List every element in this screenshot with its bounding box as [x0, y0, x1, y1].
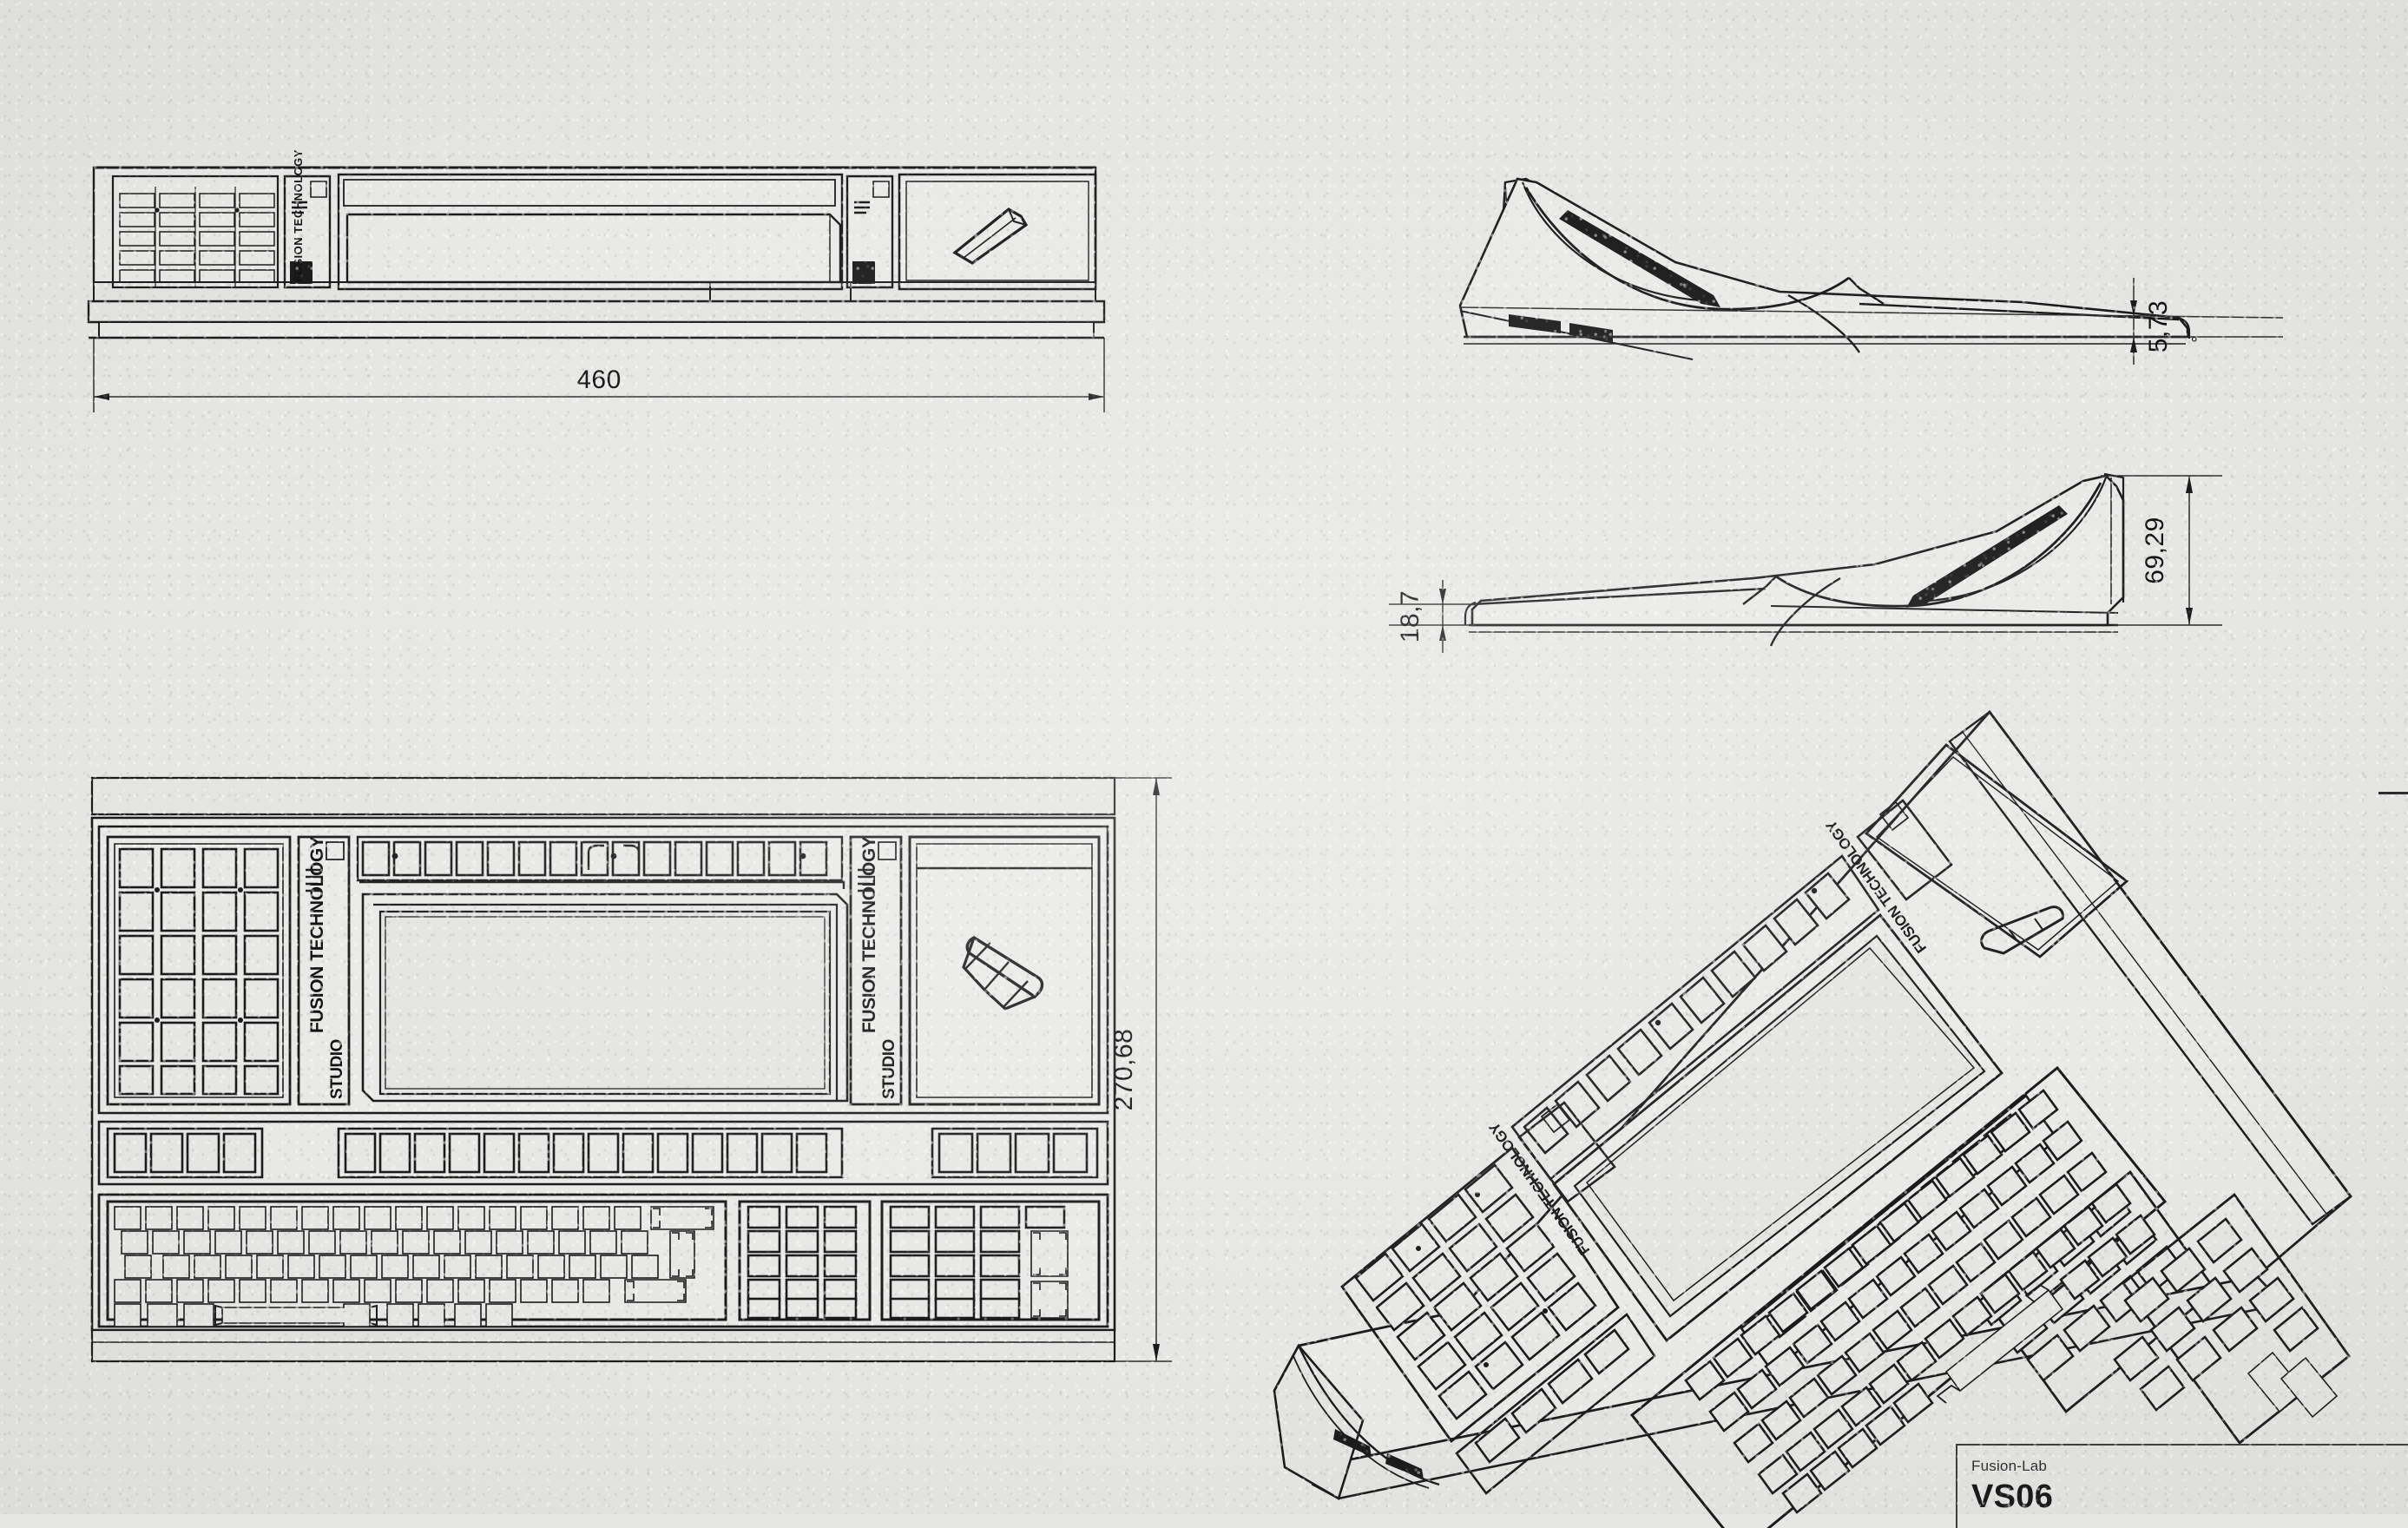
iso-display-bezel	[1554, 915, 2002, 1340]
side-section-geometry	[1465, 474, 2123, 646]
iso-stylus-icon	[1982, 907, 2063, 953]
dimension-rear-height: 69,29	[2101, 475, 2222, 626]
rear-stylus-tray	[899, 175, 1095, 289]
rear-display-recess	[339, 175, 842, 289]
rear-brand-text: FUSION TECHNOLOGY	[292, 149, 305, 282]
module-function-key-strip	[358, 837, 844, 889]
rear-branding-plate-left: FUSION TECHNOLOGY	[285, 149, 330, 287]
title-block-part-designation: VS06	[1971, 1479, 2054, 1516]
branding-text-right-secondary: STUDIO	[880, 1039, 898, 1099]
dimension-overall-depth: 270,68	[1109, 777, 1172, 1362]
module-aux-keypad-right	[882, 1202, 1099, 1320]
dimension-tilt-angle: 5,73 °	[1459, 278, 2284, 365]
view-isometric: FUSION TECHNOLOGY	[1233, 686, 2352, 1406]
view-rear-elevation: FUSION TECHNOLOGY	[87, 149, 1111, 412]
stylus-icon	[964, 938, 1043, 1009]
branding-plate-right: FUSION TECHNOLOGY STUDIO	[851, 836, 901, 1104]
iso-numeric-keypad	[1342, 1148, 1618, 1441]
module-macro-row-center	[339, 1129, 842, 1177]
view-side-section: 18,7 69,29	[1389, 451, 2274, 653]
rear-stylus-icon	[955, 209, 1026, 263]
branding-plate-left: FUSION TECHNOLOGY STUDIO	[299, 836, 349, 1104]
module-stylus-tray	[910, 837, 1099, 1104]
module-nav-cluster	[740, 1202, 870, 1320]
dimension-value-front-height: 18,7	[1396, 590, 1424, 642]
edge-registration-tick	[2378, 792, 2408, 794]
isometric-geometry: FUSION TECHNOLOGY	[1274, 712, 2351, 1528]
iso-aux-keypad-right	[2113, 1195, 2349, 1443]
branding-text-left-secondary: STUDIO	[328, 1039, 346, 1099]
dimension-value-overall-width: 460	[576, 366, 622, 394]
plan-keyboard-band	[99, 1195, 1108, 1327]
module-numeric-keypad	[108, 837, 290, 1104]
title-block: Fusion-Lab VS06	[1956, 1444, 2408, 1528]
dimension-front-height: 18,7	[1389, 580, 1476, 653]
rear-keypad-slots	[119, 187, 275, 287]
branding-text-left-primary: FUSION TECHNOLOGY	[307, 836, 327, 1033]
dimension-overall-width: 460	[93, 338, 1105, 412]
title-block-company: Fusion-Lab	[1971, 1458, 2048, 1474]
dimension-value-rear-height: 69,29	[2141, 517, 2169, 584]
degree-symbol: °	[2191, 334, 2199, 353]
iso-function-key-strip	[1512, 856, 1878, 1179]
module-macro-row-right	[932, 1129, 1097, 1177]
dimension-value-tilt-angle: 5,73	[2144, 300, 2173, 352]
iso-macro-row-left	[1457, 1314, 1655, 1493]
view-side-elevation: 5,73 °	[1415, 148, 2335, 365]
rear-branding-plate-right	[847, 176, 892, 287]
iso-main-keyboard	[1632, 1068, 2165, 1528]
plan-macro-row-band	[99, 1122, 1108, 1184]
branding-text-right-primary: FUSION TECHNOLOGY	[859, 836, 879, 1033]
module-display-bezel	[363, 894, 847, 1101]
rear-elevation-geometry: FUSION TECHNOLOGY	[89, 149, 1104, 338]
module-macro-row-left	[108, 1129, 262, 1177]
view-plan: FUSION TECHNOLOGY STUDIO	[87, 773, 1172, 1380]
dimension-value-overall-depth: 270,68	[1109, 1029, 1138, 1111]
module-main-keyboard	[108, 1202, 726, 1327]
side-elevation-geometry	[1460, 179, 2189, 359]
plan-upper-deck: FUSION TECHNOLOGY STUDIO	[99, 827, 1108, 1113]
